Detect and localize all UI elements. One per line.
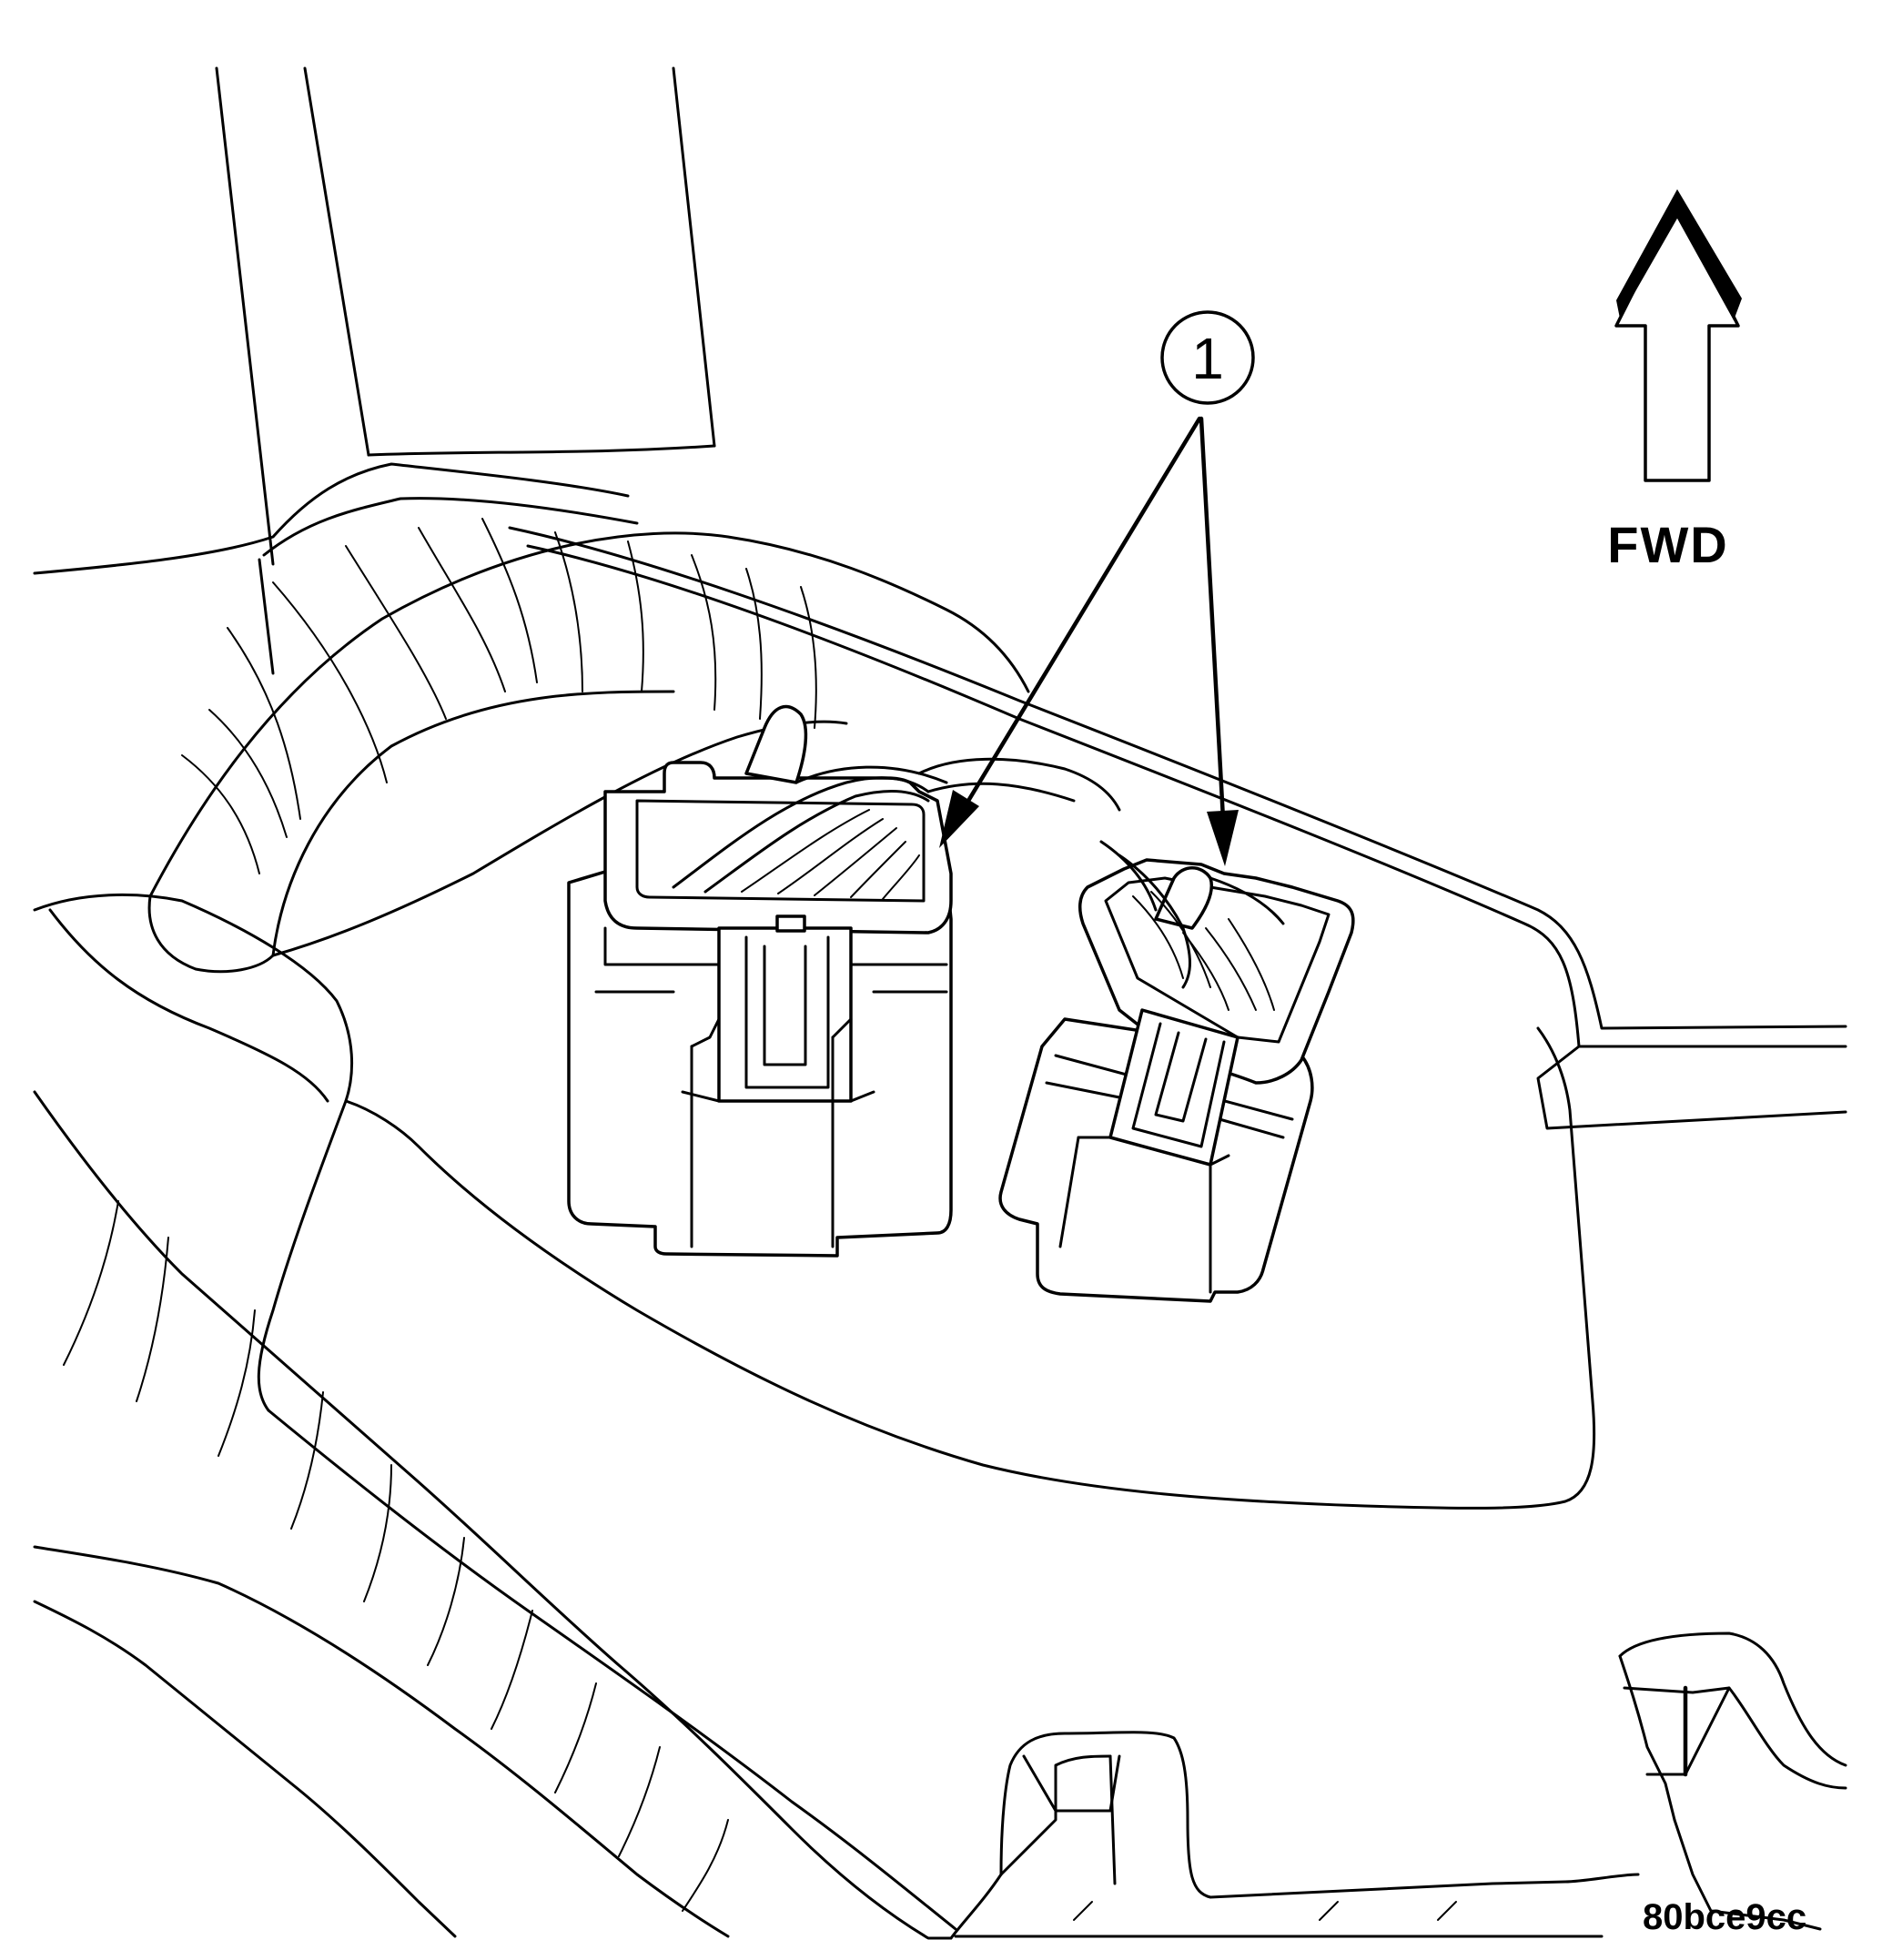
right-connector — [998, 858, 1355, 1303]
arrow-up-icon — [1614, 203, 1740, 482]
upper-pillar — [33, 66, 716, 675]
fwd-indicator: FWD — [1607, 189, 1742, 573]
left-connector-wires — [672, 704, 948, 900]
arrowhead-right — [1207, 810, 1239, 866]
callout-circle — [1160, 310, 1255, 405]
figure-id: 80bce9cc — [1643, 1897, 1806, 1937]
leader-line-left — [960, 416, 1202, 813]
left-structure — [33, 893, 1003, 1940]
arrowhead-left — [939, 790, 979, 848]
right-connector-wires — [1099, 840, 1285, 1011]
fwd-label: FWD — [1607, 516, 1729, 573]
lower-edge — [954, 1632, 1847, 1938]
arrow-up-icon-shadow — [1616, 189, 1742, 320]
wire-harness — [147, 518, 1121, 974]
callout-number: 1 — [1191, 326, 1224, 391]
callout-1: 1 — [939, 310, 1255, 866]
left-connector — [567, 761, 953, 1258]
leader-line-right — [1199, 416, 1226, 822]
